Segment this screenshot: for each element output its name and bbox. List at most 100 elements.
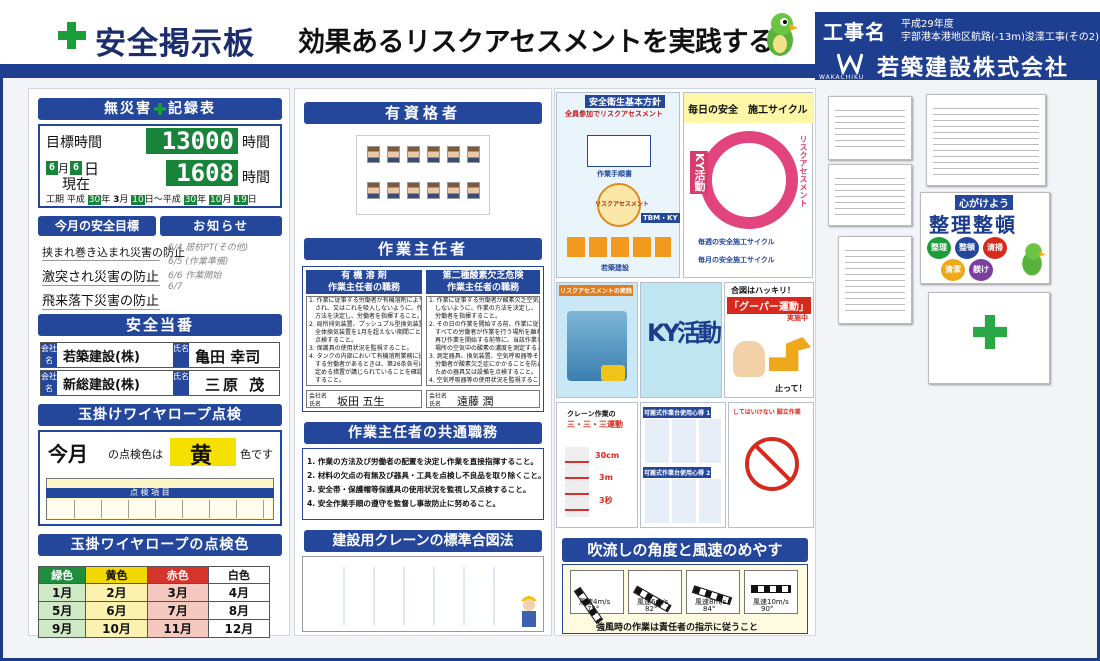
oxygen-chief-name: 遠藤 潤 <box>457 395 494 408</box>
period-end-era: 平成 <box>162 195 181 205</box>
qualified-photo <box>467 182 480 199</box>
risk-title: リスクアセスメントの実践 <box>559 285 633 296</box>
wire-color-header: 黄色 <box>85 566 148 584</box>
wind-speed: 風速4m/s <box>579 598 611 606</box>
goal-item-1: 挟まれ巻き込まれ災害の防止 <box>42 246 185 261</box>
cycle-right: リスクアセスメント <box>799 135 808 207</box>
duty-name-2: 三原 茂 <box>205 376 268 394</box>
wire-color-month: 5月 <box>37 601 87 620</box>
current-value: 1608 <box>166 160 238 186</box>
wire-color-month: 12月 <box>207 619 271 638</box>
period-start-era: 平成 <box>66 195 85 205</box>
qualified-title: 有資格者 <box>304 102 542 124</box>
duty-company-label-2: 会社名 <box>41 371 57 395</box>
duty-line: 2. 局所排気装置、プッシュプル型換気装置又は <box>309 321 421 328</box>
worker-mascot-icon <box>521 596 537 627</box>
duty-line: 定める措置が講じられていることを確認 <box>309 369 422 376</box>
crane333-poster: クレーン作業の 三・三・三運動 30cm 3m 3秒 <box>556 402 638 528</box>
slogan: 効果あるリスクアセスメントを実践する <box>298 27 775 58</box>
period-sep: 〜 <box>153 195 163 205</box>
qualified-photo <box>407 182 420 199</box>
duty-line: 全体換気装置を1月を超えない期間ごとに <box>309 329 422 336</box>
policy-box <box>587 135 651 167</box>
oxygen-title-1: 第二種酸素欠乏危険 <box>442 271 524 281</box>
wire-color-header: 緑色 <box>37 566 87 584</box>
organic-solvent-header: 有 機 溶 剤 作業主任者の職務 <box>306 270 422 294</box>
wire-color-month: 8月 <box>207 601 271 620</box>
wire-mid-text: の点検色は <box>108 448 163 461</box>
duty-line: 3. 保護具の使用状況を監視すること。 <box>309 345 413 352</box>
wind-speed: 風速10m/s <box>753 598 789 606</box>
qualified-photo-grid <box>356 135 490 215</box>
paper-lines <box>835 105 905 151</box>
seiri-char: 清掃 <box>983 237 1007 259</box>
cycle-header <box>684 93 814 123</box>
common-duty-item: 2. 材料の欠点の有無及び器具・工具を点検し不良品を取り除くこと。 <box>307 471 546 480</box>
company-logo-icon <box>837 53 863 74</box>
cycle-week: 毎週の安全施工サイクル <box>698 238 775 246</box>
duty-line: する労働者があるときは、第26条各号に <box>309 361 422 368</box>
period-day-label: 日 <box>144 195 154 205</box>
cycle-title: 毎日の安全 <box>688 105 738 116</box>
duty-line: 点検すること。 <box>309 337 358 344</box>
organic-chief-name-row: 会社名 氏名 坂田 五生 <box>306 390 422 408</box>
policy-tbm: TBM・KY <box>641 213 680 223</box>
common-duty-item: 1. 作業の方法及び労働者の配置を決定し作業を直接指揮すること。 <box>307 457 539 466</box>
period-label: 工期 <box>46 195 65 205</box>
cycle-poster: 毎日の安全 施工サイクル KY活動 リスクアセスメント 毎週の安全施工サイクル … <box>683 92 814 278</box>
policy-footer: 若築建設 <box>601 264 629 272</box>
duty-line: 4. タンクの内部において有機溶剤業務に従事 <box>309 353 422 360</box>
common-box: 1. 作業の方法及び労働者の配置を決定し作業を直接指揮すること。 2. 材料の欠点… <box>302 448 546 520</box>
organic-duties: 1. 作業に従事する労働者が有機溶剤により汚染 され、又はこれを吸入しないように… <box>306 296 422 386</box>
oxygen-title-2: 作業主任者の職務 <box>446 283 519 293</box>
qualified-photo <box>447 146 460 163</box>
wire-end-text: 色です <box>240 448 273 461</box>
oxygen-duties: 1. 作業に従事する労働者が酸素欠乏空気を吸入 しないように、作業の方法を決定し… <box>426 296 540 386</box>
crane-title: 建設用クレーンの標準合図法 <box>304 530 542 552</box>
wire-sheet-cells <box>48 500 272 518</box>
wire-color-header: 白色 <box>207 566 271 584</box>
wire-color-month: 2月 <box>85 583 148 602</box>
policy-circle <box>597 183 641 227</box>
wire-color-month: 11月 <box>146 619 209 638</box>
oxygen-company-label: 会社名 <box>429 393 448 400</box>
policy-title: 安全衛生基本方針 <box>585 95 666 108</box>
wind-speed: 風速6m/s <box>637 598 669 606</box>
duty-line: すること。 <box>309 377 346 384</box>
period-month-label: 月 <box>119 195 129 205</box>
current-label: 現在 <box>62 177 90 193</box>
wire-sheet-header <box>46 488 274 498</box>
project-box: 工事名 平成29年度 宇部港本港地区航路(-13m)浚渫工事(その2) WAKA… <box>815 12 1100 81</box>
duty-line: 1. 作業に従事する労働者が酸素欠乏空気を吸入 <box>429 297 539 304</box>
green-cross-icon-vertical <box>67 22 76 49</box>
crane-signal-grid <box>315 567 515 625</box>
goal-item-2: 激突され災害の防止 <box>42 266 160 286</box>
wind-speed: 風速8m/s <box>695 598 727 606</box>
duty-line: 労働者を指揮すること。 <box>429 313 502 320</box>
period-start-month: 3 <box>113 195 120 205</box>
duty-name-label: 氏名 <box>173 343 189 367</box>
wire-colors-title: 玉掛ワイヤロープの点検色 <box>38 534 282 556</box>
wire-color-header: 赤色 <box>146 566 209 584</box>
duty-line: 再び作業を開始する前等に、当該作業を行う <box>435 337 539 344</box>
wire-color-name: 黄 <box>190 444 213 469</box>
notice-paper-2 <box>926 94 1046 186</box>
wire-color-month: 6月 <box>85 601 148 620</box>
wire-month-text: 今月 <box>48 442 88 466</box>
duty-line: 1. 作業に従事する労働者が有機溶剤により汚染 <box>309 297 421 304</box>
board-title: 安全掲示板 <box>95 26 255 62</box>
organic-company-label: 会社名 <box>309 393 328 400</box>
worktable-figs-2 <box>645 479 721 523</box>
date-month: 6 <box>46 161 58 175</box>
period-end-day: 19 <box>234 195 248 205</box>
ky-text: KY活動 <box>647 319 722 347</box>
goopar-sub: 合図はハッキリ！ <box>731 286 795 295</box>
crane333-bars <box>565 447 589 517</box>
organic-title-1: 有 機 溶 剤 <box>341 271 387 281</box>
duty-row-1: 会社名 若築建設(株) 氏名 亀田 幸司 <box>40 342 280 368</box>
cycle-left: KY活動 <box>690 151 708 194</box>
